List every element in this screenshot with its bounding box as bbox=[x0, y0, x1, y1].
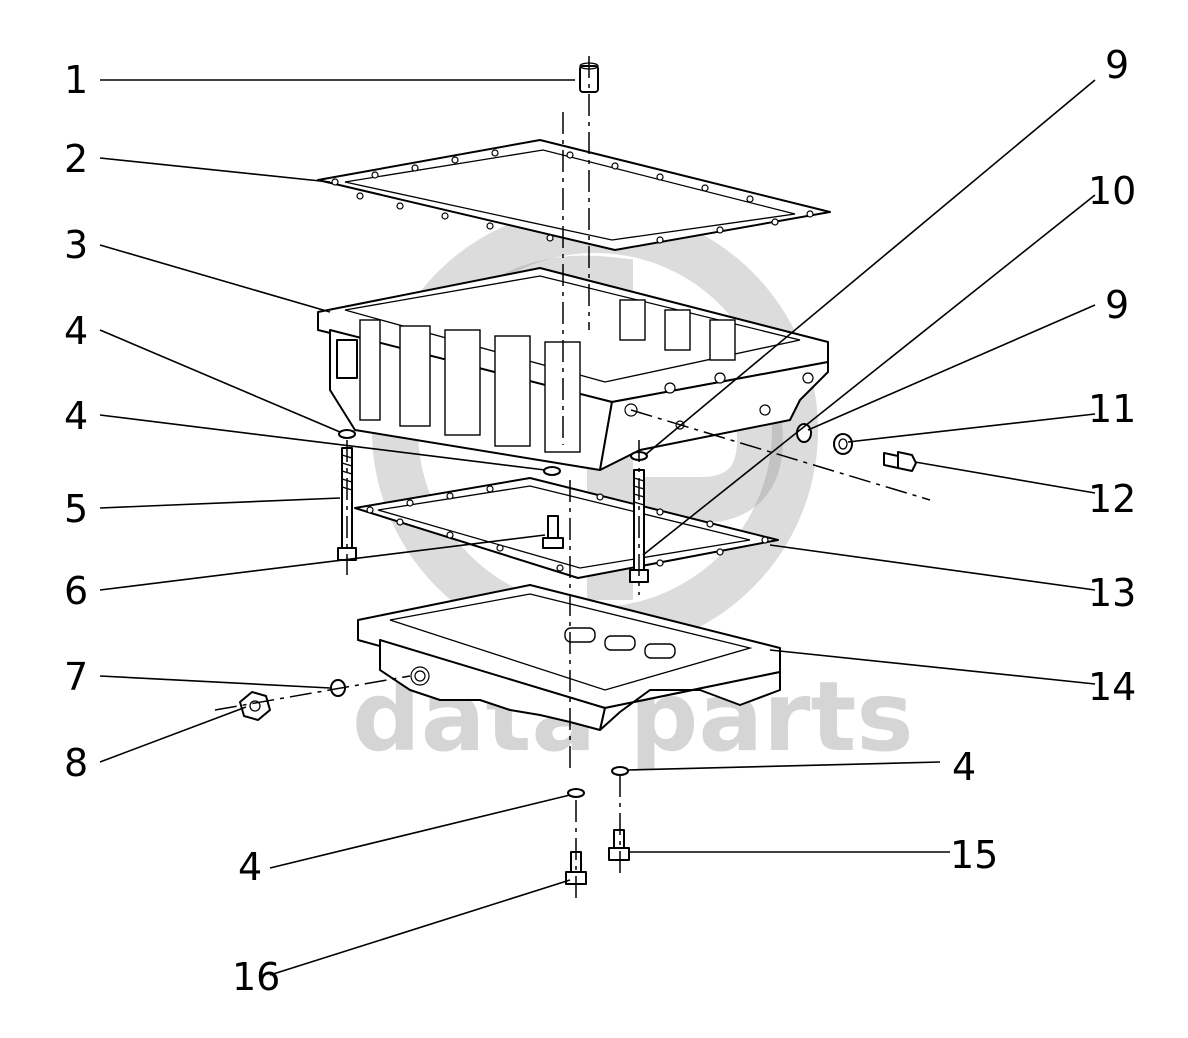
callout-9-a: 9 bbox=[1105, 43, 1129, 87]
part-4-washer-center bbox=[543, 466, 561, 476]
part-14-lower-oil-pan bbox=[357, 584, 781, 731]
part-3-upper-oil-pan bbox=[317, 267, 829, 471]
callout-11: 11 bbox=[1088, 387, 1136, 431]
part-13-middle-gasket bbox=[354, 477, 779, 579]
callout-14: 14 bbox=[1088, 665, 1136, 709]
callout-9-b: 9 bbox=[1105, 283, 1129, 327]
callout-4-b: 4 bbox=[64, 394, 88, 438]
part-6-bolt-center bbox=[542, 515, 564, 549]
callout-2: 2 bbox=[64, 137, 88, 181]
part-4-washer-bottom-center bbox=[567, 788, 585, 798]
part-8-drain-plug bbox=[239, 691, 271, 721]
part-2-upper-gasket bbox=[317, 139, 831, 251]
part-4-washer-left bbox=[338, 429, 356, 439]
part-15-bolt-bottom bbox=[608, 829, 630, 861]
part-4-washer-bottom-right bbox=[611, 766, 629, 776]
callout-3: 3 bbox=[64, 223, 88, 267]
part-5-long-bolt bbox=[337, 447, 357, 561]
callout-4-d: 4 bbox=[238, 845, 262, 889]
callout-13: 13 bbox=[1088, 571, 1136, 615]
callout-10: 10 bbox=[1088, 169, 1136, 213]
callout-12: 12 bbox=[1088, 477, 1136, 521]
callout-4-c: 4 bbox=[952, 745, 976, 789]
callout-1: 1 bbox=[64, 58, 88, 102]
callout-labels: 1 2 3 4 4 5 6 7 8 9 10 9 11 12 13 14 4 4… bbox=[64, 43, 1136, 999]
callout-7: 7 bbox=[64, 655, 88, 699]
callout-5: 5 bbox=[64, 487, 88, 531]
callout-4-a: 4 bbox=[64, 309, 88, 353]
callout-15: 15 bbox=[950, 833, 998, 877]
part-12-plug-bolt bbox=[883, 451, 917, 472]
callout-16: 16 bbox=[232, 955, 280, 999]
part-11-washer bbox=[833, 433, 853, 455]
callout-6: 6 bbox=[64, 569, 88, 613]
leader-lines bbox=[99, 79, 1096, 976]
callout-8: 8 bbox=[64, 741, 88, 785]
